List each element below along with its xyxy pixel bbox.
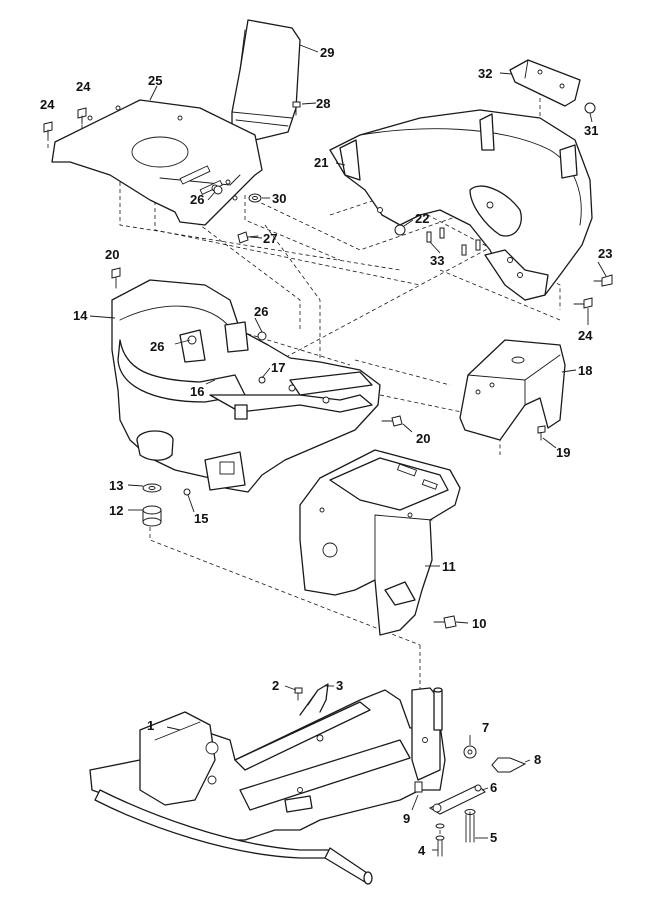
part-29-cover bbox=[231, 19, 301, 141]
callout-4: 4 bbox=[418, 843, 426, 858]
callout-3: 3 bbox=[336, 678, 343, 693]
callout-2: 2 bbox=[272, 678, 279, 693]
part-14-main-housing bbox=[111, 279, 381, 493]
callout-22: 22 bbox=[415, 211, 429, 226]
callout-28: 28 bbox=[316, 96, 330, 111]
callout-15: 15 bbox=[194, 511, 208, 526]
callout-25: 25 bbox=[148, 73, 162, 88]
callout-14: 14 bbox=[73, 308, 88, 323]
callout-31: 31 bbox=[584, 123, 598, 138]
callout-33: 33 bbox=[430, 253, 444, 268]
callout-26-mid: 26 bbox=[254, 304, 268, 319]
callout-27: 27 bbox=[263, 231, 277, 246]
callout-labels: 1 2 3 4 5 6 7 8 9 10 11 12 13 14 15 16 1… bbox=[40, 45, 612, 858]
callout-24-left: 24 bbox=[40, 97, 55, 112]
callout-21: 21 bbox=[314, 155, 328, 170]
part-1-frame bbox=[89, 687, 446, 885]
callout-26-left: 26 bbox=[150, 339, 164, 354]
callout-18: 18 bbox=[578, 363, 592, 378]
callout-1: 1 bbox=[147, 718, 154, 733]
callout-19: 19 bbox=[556, 445, 570, 460]
callout-24-second: 24 bbox=[76, 79, 91, 94]
callout-26-top: 26 bbox=[190, 192, 204, 207]
part-3-hairpin-clip bbox=[299, 683, 329, 716]
callout-20-mid: 20 bbox=[416, 431, 430, 446]
callout-12: 12 bbox=[109, 503, 123, 518]
leader-lines bbox=[89, 44, 607, 851]
callout-17: 17 bbox=[271, 360, 285, 375]
part-18-bracket bbox=[459, 339, 566, 441]
callout-8: 8 bbox=[534, 752, 541, 767]
callout-29: 29 bbox=[320, 45, 334, 60]
part-21-rear-fender bbox=[329, 109, 593, 301]
callout-10: 10 bbox=[472, 616, 486, 631]
callout-24-right: 24 bbox=[578, 328, 593, 343]
callout-9: 9 bbox=[403, 811, 410, 826]
part-32-clip bbox=[509, 59, 581, 107]
callout-23: 23 bbox=[598, 246, 612, 261]
callout-30: 30 bbox=[272, 191, 286, 206]
part-11-steering-support bbox=[299, 449, 461, 636]
callout-5: 5 bbox=[490, 830, 497, 845]
callout-16: 16 bbox=[190, 384, 204, 399]
callout-13: 13 bbox=[109, 478, 123, 493]
part-25-top-plate bbox=[51, 99, 263, 226]
callout-7: 7 bbox=[482, 720, 489, 735]
callout-20-top: 20 bbox=[105, 247, 119, 262]
callout-6: 6 bbox=[490, 780, 497, 795]
callout-11: 11 bbox=[442, 559, 456, 574]
callout-32: 32 bbox=[478, 66, 492, 81]
hardware bbox=[43, 101, 613, 857]
